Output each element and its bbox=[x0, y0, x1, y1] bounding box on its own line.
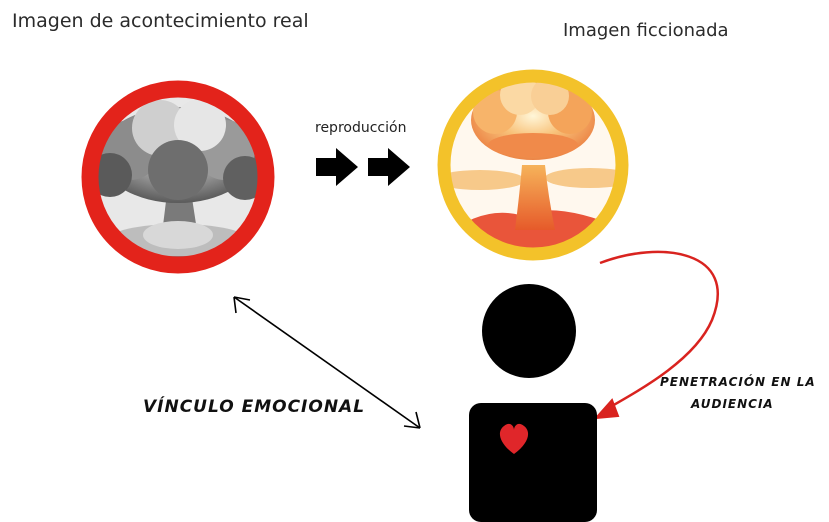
heart-icon bbox=[499, 423, 529, 454]
figure-head bbox=[482, 284, 576, 378]
emotional-bond-arrow bbox=[233, 296, 421, 429]
figure-body bbox=[469, 403, 597, 522]
emotional-bond-label: VÍNCULO EMOCIONAL bbox=[143, 397, 366, 417]
audience-figure bbox=[469, 284, 597, 522]
reproduction-label: reproducción bbox=[315, 120, 407, 136]
fictional-image bbox=[437, 69, 629, 261]
audience-penetration-label: PENETRACIÓN EN LA bbox=[660, 375, 816, 389]
real-event-image bbox=[81, 80, 275, 274]
audience-penetration-label-2: AUDIENCIA bbox=[691, 397, 774, 411]
audience-penetration-arrow bbox=[593, 250, 719, 420]
reproduction-arrows bbox=[316, 148, 410, 186]
fictional-image-title: Imagen ficcionada bbox=[563, 20, 729, 41]
arrow-right-icon bbox=[368, 148, 410, 186]
real-event-title: Imagen de acontecimiento real bbox=[12, 10, 309, 32]
arrow-right-icon bbox=[316, 148, 358, 186]
